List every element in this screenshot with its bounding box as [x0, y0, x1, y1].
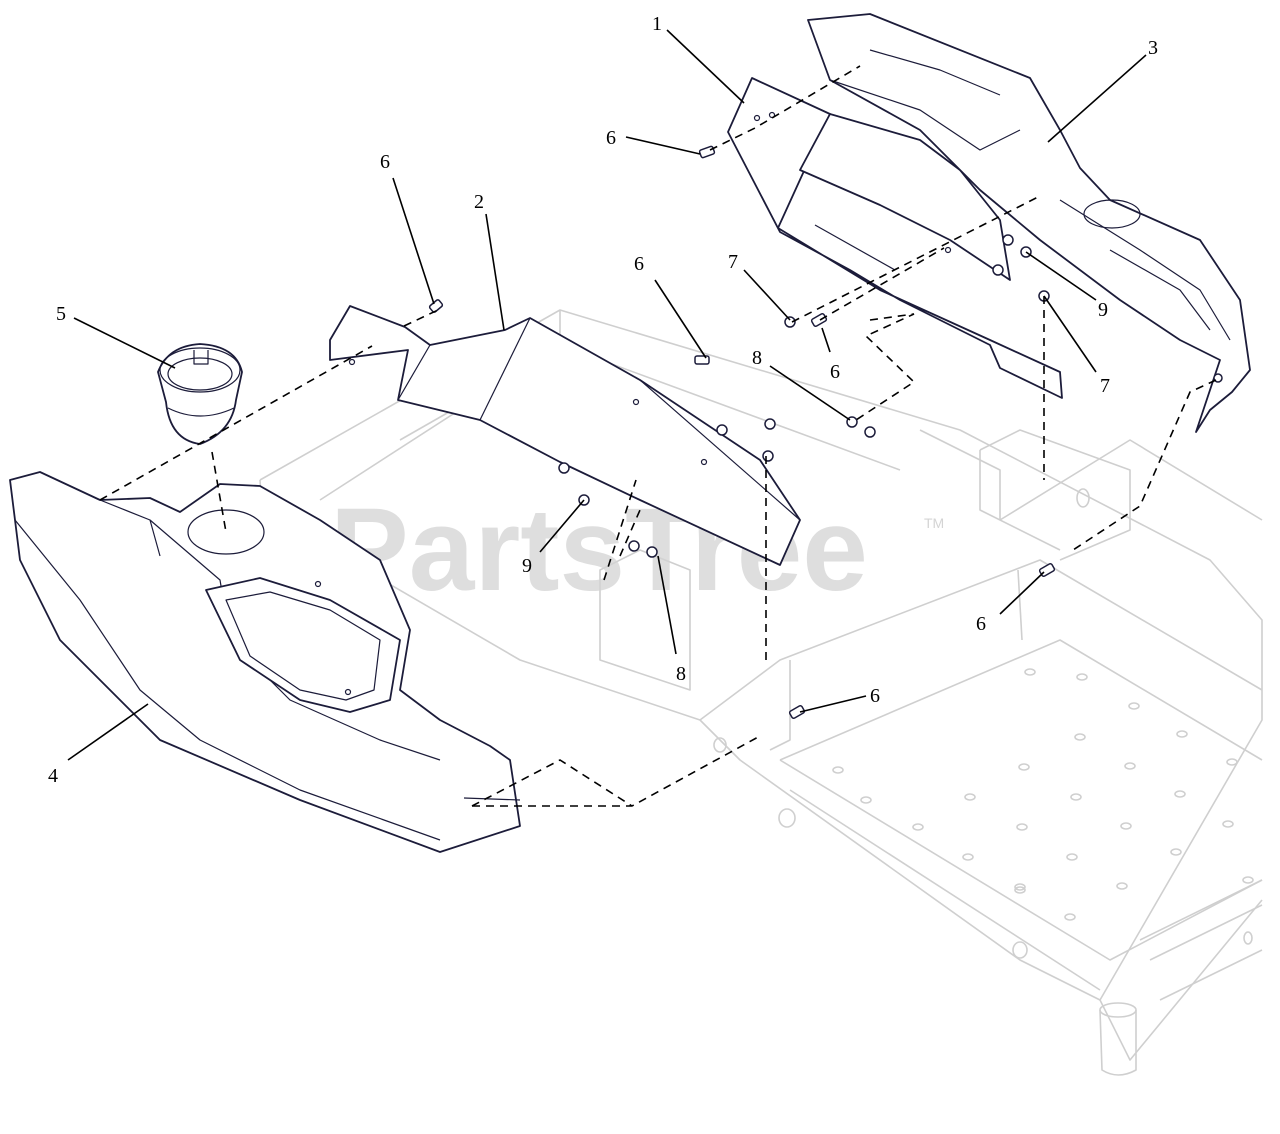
part-2-console-panel[interactable]	[329, 305, 801, 566]
watermark-tm: TM	[924, 515, 944, 531]
part-3-right-pod[interactable]	[807, 13, 1251, 433]
callout-2: 2	[474, 191, 484, 213]
callout-8-b: 8	[676, 663, 686, 685]
bolt-8-b[interactable]	[646, 546, 658, 558]
screw-6-a[interactable]	[698, 145, 716, 159]
callout-6-c: 6	[634, 253, 644, 275]
callout-6-e: 6	[976, 613, 986, 635]
callout-7-a: 7	[728, 251, 738, 273]
callout-5: 5	[56, 303, 66, 325]
screw-7-a[interactable]	[784, 316, 796, 328]
callout-7-b: 7	[1100, 375, 1110, 397]
screw-6-c[interactable]	[694, 355, 710, 365]
callout-6-b: 6	[606, 127, 616, 149]
part-5-cup-holder[interactable]	[157, 343, 243, 445]
callout-labels: 1 2 3 4 5 6 6 6 6 6 6 7 7 8 8 9 9	[48, 13, 1158, 787]
leader-lines	[67, 29, 1147, 761]
fasteners	[428, 145, 1056, 719]
callout-9-b: 9	[1098, 299, 1108, 321]
floor-plate-holes	[832, 668, 1254, 921]
assembly-lines	[99, 65, 1217, 807]
callout-6-f: 6	[870, 685, 880, 707]
callout-8-a: 8	[752, 347, 762, 369]
callout-4: 4	[48, 765, 58, 787]
screw-6-d[interactable]	[810, 313, 828, 327]
callout-1: 1	[652, 13, 662, 35]
callout-9-a: 9	[522, 555, 532, 577]
screw-6-f[interactable]	[788, 705, 806, 719]
chassis-frame	[259, 309, 1263, 1076]
part-4-left-pod[interactable]	[9, 471, 521, 853]
callout-3: 3	[1148, 37, 1158, 59]
callout-6-d: 6	[830, 361, 840, 383]
callout-6-a: 6	[380, 151, 390, 173]
